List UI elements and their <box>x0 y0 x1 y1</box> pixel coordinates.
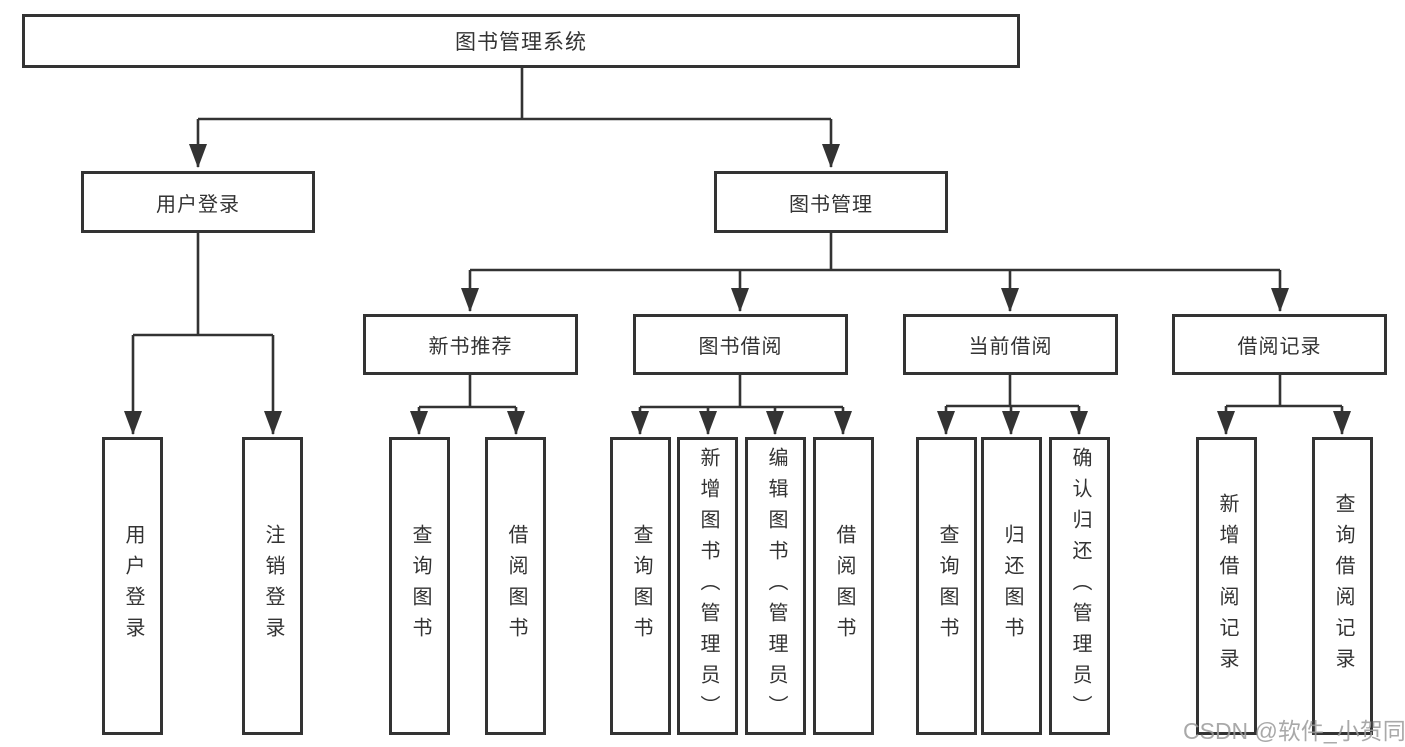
connector-new-book-recommendation-to-leaves <box>410 375 525 435</box>
node-book-borrowing: 图书借阅 <box>633 314 848 375</box>
leaf-logout: 注销登录 <box>242 437 303 735</box>
leaf-current-query-books-label: 查询图书 <box>936 524 958 648</box>
node-borrowing-records: 借阅记录 <box>1172 314 1387 375</box>
leaf-query-borrow-record-label: 查询借阅记录 <box>1332 493 1354 679</box>
leaf-return-books: 归还图书 <box>981 437 1042 735</box>
leaf-add-book-admin: 新增图书（管理员） <box>677 437 738 735</box>
leaf-recommend-query-books: 查询图书 <box>389 437 450 735</box>
node-current-borrowing-label: 当前借阅 <box>968 336 1053 358</box>
connector-borrowing-records-to-leaves <box>1217 375 1351 435</box>
node-root-system: 图书管理系统 <box>22 14 1020 68</box>
leaf-borrow-books-label: 借阅图书 <box>833 524 855 648</box>
leaf-recommend-borrow-books: 借阅图书 <box>485 437 546 735</box>
node-book-management-label: 图书管理 <box>789 193 873 216</box>
leaf-confirm-return-admin-label: 确认归还（管理员） <box>1069 446 1091 726</box>
node-user-login: 用户登录 <box>81 171 315 233</box>
node-new-book-recommendation-label: 新书推荐 <box>428 336 513 358</box>
leaf-query-borrow-record: 查询借阅记录 <box>1312 437 1373 735</box>
csdn-watermark: CSDN @软件_小贺同学 <box>1183 718 1405 744</box>
connector-root-to-level2 <box>189 68 840 168</box>
node-current-borrowing: 当前借阅 <box>903 314 1118 375</box>
node-user-login-label: 用户登录 <box>156 193 240 216</box>
node-new-book-recommendation: 新书推荐 <box>363 314 578 375</box>
leaf-add-borrow-record-label: 新增借阅记录 <box>1216 493 1238 679</box>
leaf-user-login-label: 用户登录 <box>122 524 144 648</box>
node-borrowing-records-label: 借阅记录 <box>1237 336 1322 358</box>
node-book-borrowing-label: 图书借阅 <box>698 336 783 358</box>
leaf-edit-book-admin: 编辑图书（管理员） <box>745 437 806 735</box>
leaf-recommend-borrow-books-label: 借阅图书 <box>505 524 527 648</box>
leaf-edit-book-admin-label: 编辑图书（管理员） <box>765 446 787 726</box>
leaf-add-book-admin-label: 新增图书（管理员） <box>697 446 719 726</box>
connector-book-management-to-level3 <box>461 233 1289 312</box>
leaf-user-login: 用户登录 <box>102 437 163 735</box>
leaf-borrow-books: 借阅图书 <box>813 437 874 735</box>
node-root-system-label: 图书管理系统 <box>455 31 587 54</box>
leaf-recommend-query-books-label: 查询图书 <box>409 524 431 648</box>
leaf-add-borrow-record: 新增借阅记录 <box>1196 437 1257 735</box>
connector-user-login-to-leaves <box>124 233 282 435</box>
leaf-confirm-return-admin: 确认归还（管理员） <box>1049 437 1110 735</box>
leaf-return-books-label: 归还图书 <box>1001 524 1023 648</box>
connector-book-borrowing-to-leaves <box>631 375 852 435</box>
leaf-borrow-query-books: 查询图书 <box>610 437 671 735</box>
node-book-management: 图书管理 <box>714 171 948 233</box>
connector-current-borrowing-to-leaves <box>937 375 1088 435</box>
leaf-borrow-query-books-label: 查询图书 <box>630 524 652 648</box>
leaf-logout-label: 注销登录 <box>262 524 284 648</box>
leaf-current-query-books: 查询图书 <box>916 437 977 735</box>
